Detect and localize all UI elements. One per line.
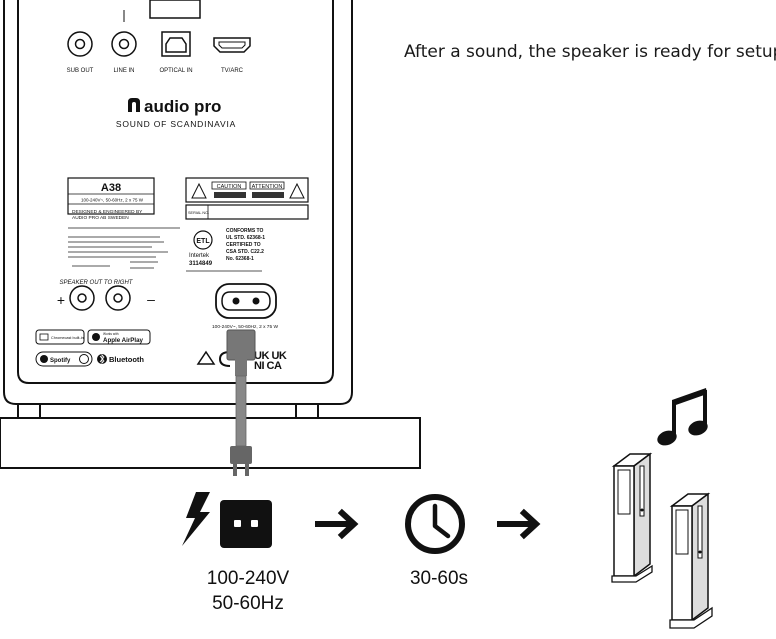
- arrow-right-icon: [315, 508, 359, 540]
- ukni-mark-bottom: NI CA: [254, 360, 282, 372]
- chromecast-label: Chromecast built-in: [51, 336, 84, 340]
- lightning-icon: [182, 492, 210, 546]
- serial-label: SERIAL NO.: [188, 211, 209, 215]
- speaker-right: [669, 492, 713, 629]
- model-name: A38: [101, 182, 121, 194]
- ce-mark-icon: [218, 351, 231, 367]
- voltage-line2: 50-60Hz: [212, 593, 284, 614]
- intertek-name: Intertek: [189, 253, 210, 259]
- designed-by-line2: AUDIO PRO AB SWEDEN: [72, 215, 129, 221]
- arrow-right-icon: [497, 508, 541, 540]
- power-inlet: [215, 283, 277, 319]
- stand-base: [0, 417, 421, 469]
- caution-label-box: [185, 177, 309, 203]
- setup-instruction-text: After a sound, the speaker is ready for …: [404, 42, 776, 62]
- svg-text:ETL: ETL: [196, 238, 210, 245]
- port-label-optical-in: OPTICAL IN: [159, 68, 192, 74]
- panel-top-slot: [149, 0, 201, 19]
- port-tv-arc: [213, 37, 251, 53]
- certified-line1: CERTIFIED TO: [226, 242, 261, 248]
- terminal-minus-label: –: [147, 291, 155, 307]
- voltage-label: 100-240V 50-60Hz: [196, 566, 300, 616]
- power-outlet-icon: [220, 500, 272, 548]
- port-sub-out: [67, 31, 93, 57]
- speaker-terminal-negative: [105, 285, 131, 311]
- ukca-mark-top: UK UK: [254, 350, 287, 362]
- floorstanding-speakers-icon: [611, 452, 713, 629]
- terminal-plus-label: +: [57, 292, 65, 308]
- spotify-badge: [35, 351, 93, 367]
- etl-mark-icon: ETL: [193, 230, 213, 250]
- port-label-sub-out: SUB OUT: [67, 68, 94, 74]
- certified-line2: CSA STD. C22.2: [226, 249, 264, 255]
- chromecast-badge: [35, 329, 85, 345]
- certified-line3: No. 62368-1: [226, 256, 254, 262]
- airplay-small-label: Works with: [103, 332, 119, 336]
- audio-pro-logo: [128, 98, 140, 112]
- designed-by-line1: DESIGNED & ENGINEERED BY: [72, 209, 143, 215]
- music-note-icon: [657, 388, 708, 446]
- speaker-terminal-positive: [69, 285, 95, 311]
- panel-foot-right: [295, 403, 319, 419]
- bluetooth-label: Bluetooth: [109, 355, 144, 364]
- port-line-in: [111, 10, 137, 57]
- clock-icon: [405, 494, 465, 554]
- voltage-line1: 100-240V: [206, 568, 290, 589]
- spotify-label: Spotify: [50, 358, 71, 364]
- rcm-mark-icon: [196, 350, 216, 365]
- serial-label-box: [185, 204, 309, 220]
- brand-tagline: SOUND OF SCANDINAVIA: [116, 119, 236, 129]
- model-label-box: [67, 177, 155, 215]
- speaker-back-panel: [0, 0, 421, 469]
- caution-text: CAUTION: [217, 184, 242, 190]
- airplay-label: Apple AirPlay: [103, 337, 144, 344]
- port-label-tv-arc: TV/ARC: [221, 68, 244, 74]
- model-rating: 100-240V~, 50-60Hz, 2 x 75 W: [81, 198, 144, 203]
- port-label-line-in: LINE IN: [113, 68, 134, 74]
- fcc-fine-print: [68, 227, 180, 269]
- conforms-line1: CONFORMS TO: [226, 228, 264, 234]
- power-inlet-rating: 100-240V~, 50-60Hz, 2 x 75 W: [212, 324, 278, 330]
- port-optical-in: [161, 31, 191, 57]
- brand-name: audio pro: [144, 97, 221, 116]
- speaker-left: [611, 452, 653, 583]
- conforms-line2: UL STD. 62368-1: [226, 235, 265, 241]
- attention-text: ATTENTION: [252, 184, 283, 190]
- power-cable: [226, 329, 256, 476]
- intertek-id: 3114849: [189, 261, 213, 267]
- speaker-out-label: SPEAKER OUT TO RIGHT: [60, 280, 134, 286]
- wait-time-label: 30-60s: [409, 568, 469, 589]
- airplay-badge: [87, 329, 151, 345]
- panel-foot-left: [17, 403, 41, 419]
- bluetooth-icon: [97, 354, 107, 364]
